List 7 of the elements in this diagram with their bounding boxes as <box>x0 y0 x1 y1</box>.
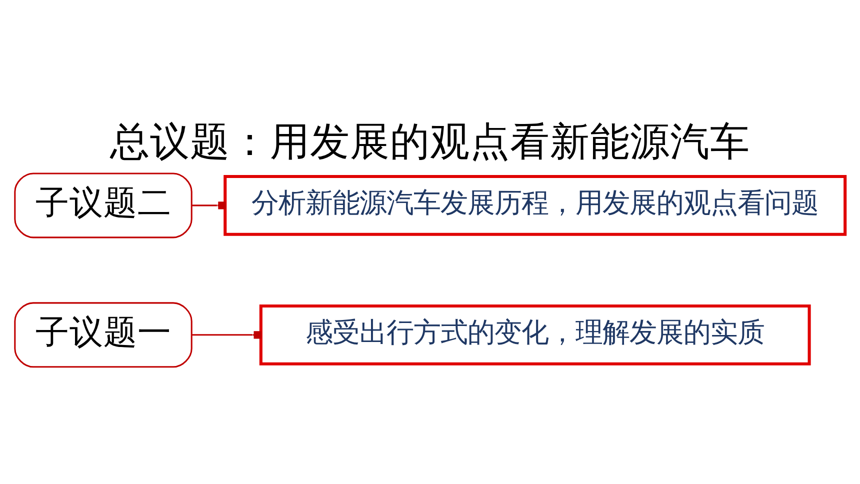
connector <box>192 202 226 210</box>
node-box: 感受出行方式的变化，理解发展的实质 <box>259 304 811 366</box>
connector <box>192 331 262 339</box>
node-box: 子议题一 <box>14 302 192 368</box>
diagram-title: 总议题：用发展的观点看新能源汽车 <box>110 118 750 165</box>
node-box: 分析新能源汽车发展历程，用发展的观点看问题 <box>224 174 847 236</box>
node-box: 子议题二 <box>14 172 192 238</box>
